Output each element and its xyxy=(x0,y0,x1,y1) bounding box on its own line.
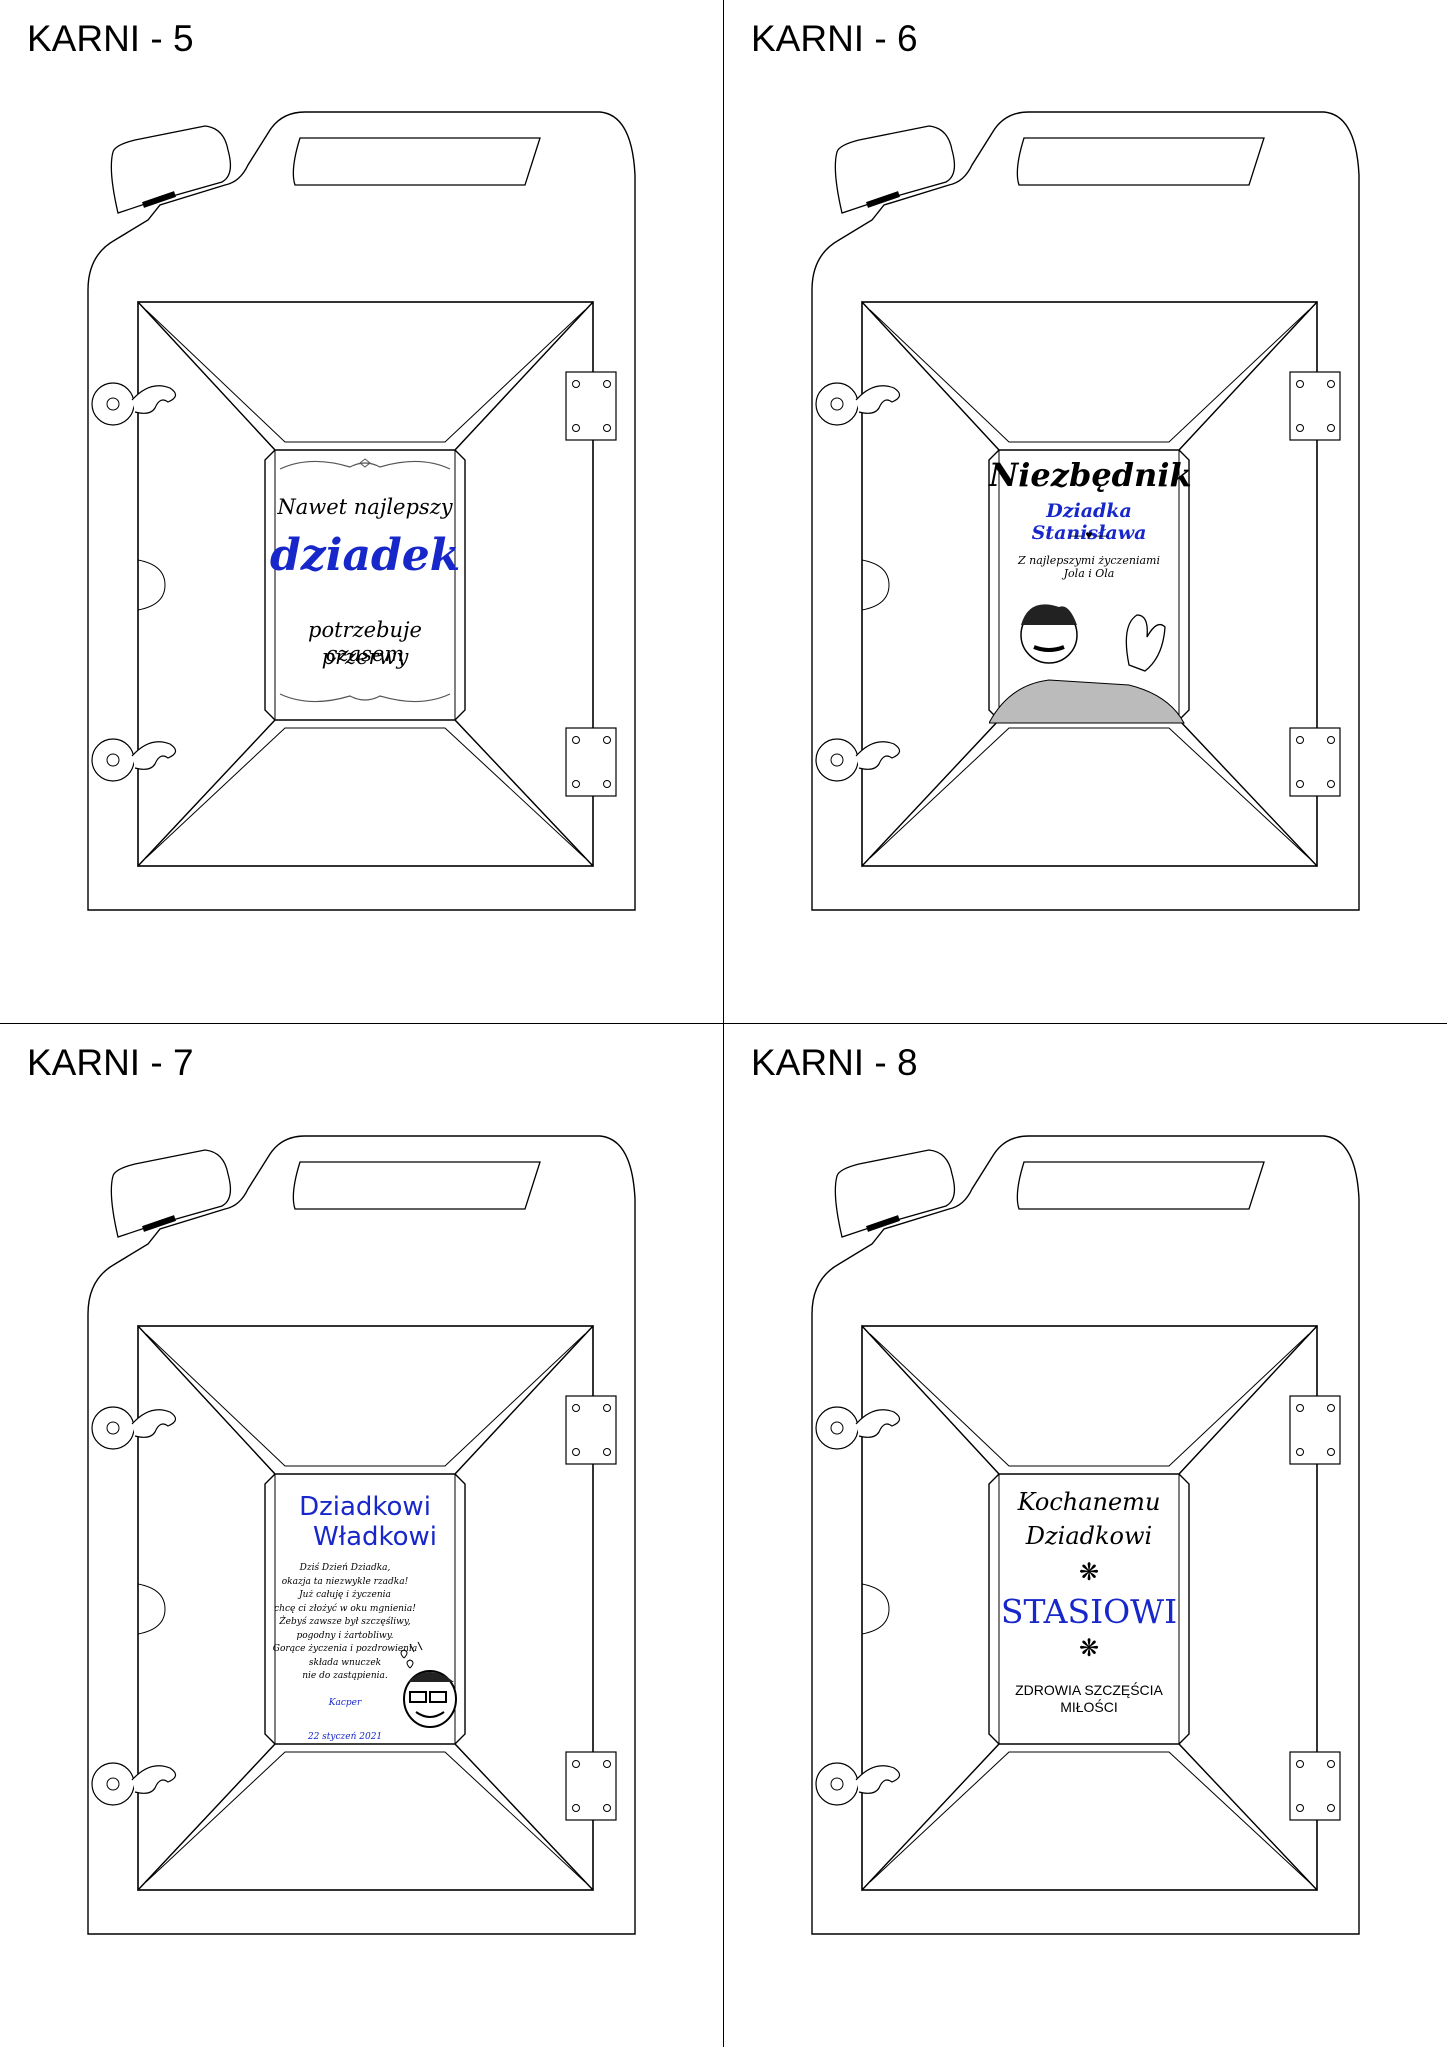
label-line-5: MIŁOŚCI xyxy=(1060,1699,1118,1715)
panel-karni-8: KARNI - 8 Kochanemu Dziadkowi ❋ STASIOWI… xyxy=(724,1024,1447,2047)
grandfather-ok-gesture-illustration xyxy=(989,604,1185,724)
panel-title: KARNI - 8 xyxy=(751,1042,918,1083)
label-area: Kochanemu Dziadkowi ❋ STASIOWI ❋ ZDROWIA… xyxy=(989,1474,1189,1744)
label-line-1: Kochanemu xyxy=(1017,1488,1161,1516)
label-line-2: Władkowi xyxy=(312,1522,438,1552)
label-line-2: Dziadkowi xyxy=(1025,1522,1153,1550)
label-line-4: przerwy xyxy=(321,645,409,669)
poem-line: Żebyś zawsze był szczęśliwy, xyxy=(279,1617,411,1627)
panel-karni-5: KARNI - 5 Nawet najlepszy dziadek potrze… xyxy=(0,0,723,1023)
label-line-3: potrzebuje czasem xyxy=(308,618,422,666)
date: 22 styczeń 2021 xyxy=(307,1732,383,1742)
label-area: Nawet najlepszy dziadek potrzebuje czase… xyxy=(270,450,460,720)
grandfather-cartoon-illustration xyxy=(400,1641,457,1728)
poem-line: okazja ta niezwykle rzadka! xyxy=(281,1576,409,1587)
panel-karni-7: KARNI - 7 Dziadkowi Władkowi Dziś Dzień … xyxy=(0,1024,723,2047)
flower-ornament-icon: ❋ xyxy=(1078,1559,1100,1586)
poem: Dziś Dzień Dziadka, okazja ta niezwykle … xyxy=(270,1562,420,1684)
panel-karni-6: KARNI - 6 Niezbędnik Dziadka Stanisława … xyxy=(724,0,1447,1023)
label-area: Niezbędnik Dziadka Stanisława — ♥ — Z na… xyxy=(989,450,1192,724)
label-line-2: dziadek xyxy=(270,530,461,581)
label-area: Dziadkowi Władkowi Dziś Dzień Dziadka, o… xyxy=(270,1474,460,1744)
poem-line: składa wnuczek xyxy=(308,1657,382,1668)
flourish-ornament-icon xyxy=(279,458,451,470)
poem-line: pogodny i żartobliwy. xyxy=(296,1630,394,1641)
label-line-4: ZDROWIA SZCZĘŚCIA xyxy=(1015,1682,1163,1698)
horizontal-divider xyxy=(0,1023,1447,1024)
signature: Kacper xyxy=(328,1698,362,1708)
label-line-2: Dziadka Stanisława xyxy=(1031,500,1147,544)
panel-title: KARNI - 6 xyxy=(751,18,918,59)
label-line-4: Jola i Ola xyxy=(1063,567,1115,580)
panel-title: KARNI - 7 xyxy=(27,1042,194,1083)
poem-line: nie do zastąpienia. xyxy=(302,1671,388,1681)
label-line-3: Z najlepszymi życzeniami xyxy=(1018,554,1160,567)
flower-ornament-icon: ❋ xyxy=(1078,1635,1100,1662)
label-line-1: Niezbędnik xyxy=(989,456,1192,494)
poem-line: chcę ci złożyć w oku mgnienia! xyxy=(274,1603,416,1614)
poem-line: Dziś Dzień Dziadka, xyxy=(299,1563,391,1573)
flourish-ornament-icon xyxy=(279,693,451,703)
label-line-1: Dziadkowi xyxy=(299,1492,431,1522)
panel-title: KARNI - 5 xyxy=(27,18,194,59)
poem-line: Gorące życzenia i pozdrowienia xyxy=(272,1644,418,1654)
poem-line: Już całuję i życzenia xyxy=(299,1590,391,1600)
heart-icon: — ♥ — xyxy=(1070,528,1108,542)
label-line-1: Nawet najlepszy xyxy=(277,495,453,519)
label-line-3: STASIOWI xyxy=(1000,1592,1178,1631)
